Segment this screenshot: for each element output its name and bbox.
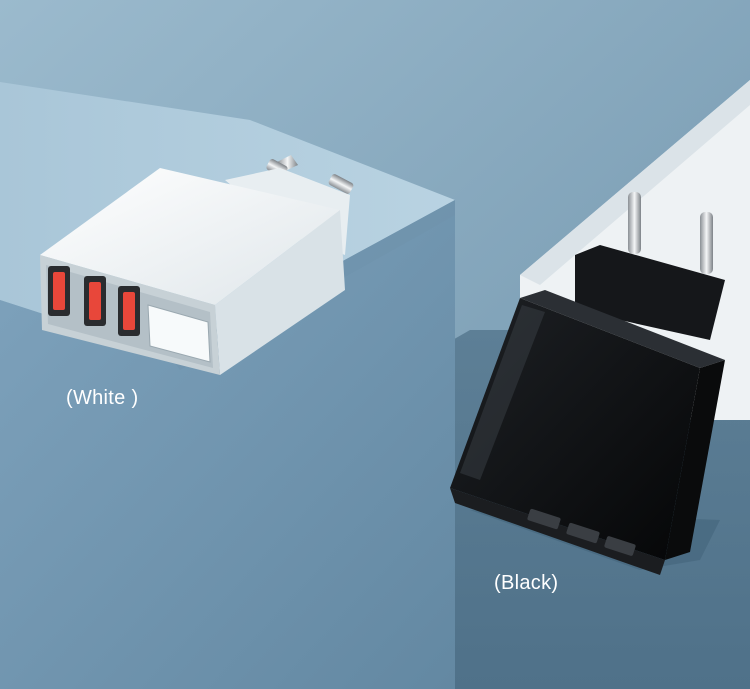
black-charger-top [520, 290, 725, 368]
pedestal-front [0, 200, 455, 689]
usb-port-2 [84, 276, 106, 326]
black-usb-port-3 [604, 536, 636, 556]
display-window [147, 304, 211, 363]
black-charger-pins [628, 192, 713, 274]
black-charger-highlight [460, 305, 545, 480]
usb-port-3 [118, 286, 140, 336]
white-charger-side [215, 210, 345, 375]
black-charger [450, 192, 725, 575]
white-charger [40, 155, 354, 375]
black-charger-port-face [450, 488, 665, 575]
caption-white: (White ) [66, 387, 139, 409]
right-wall-shadow [520, 80, 750, 285]
black-usb-port-1 [527, 508, 561, 530]
white-charger-top [40, 168, 340, 305]
caption-black: (Black) [494, 572, 559, 594]
black-charger-side [665, 360, 725, 560]
black-usb-port-2 [566, 522, 600, 544]
usb-port-1 [48, 266, 70, 316]
